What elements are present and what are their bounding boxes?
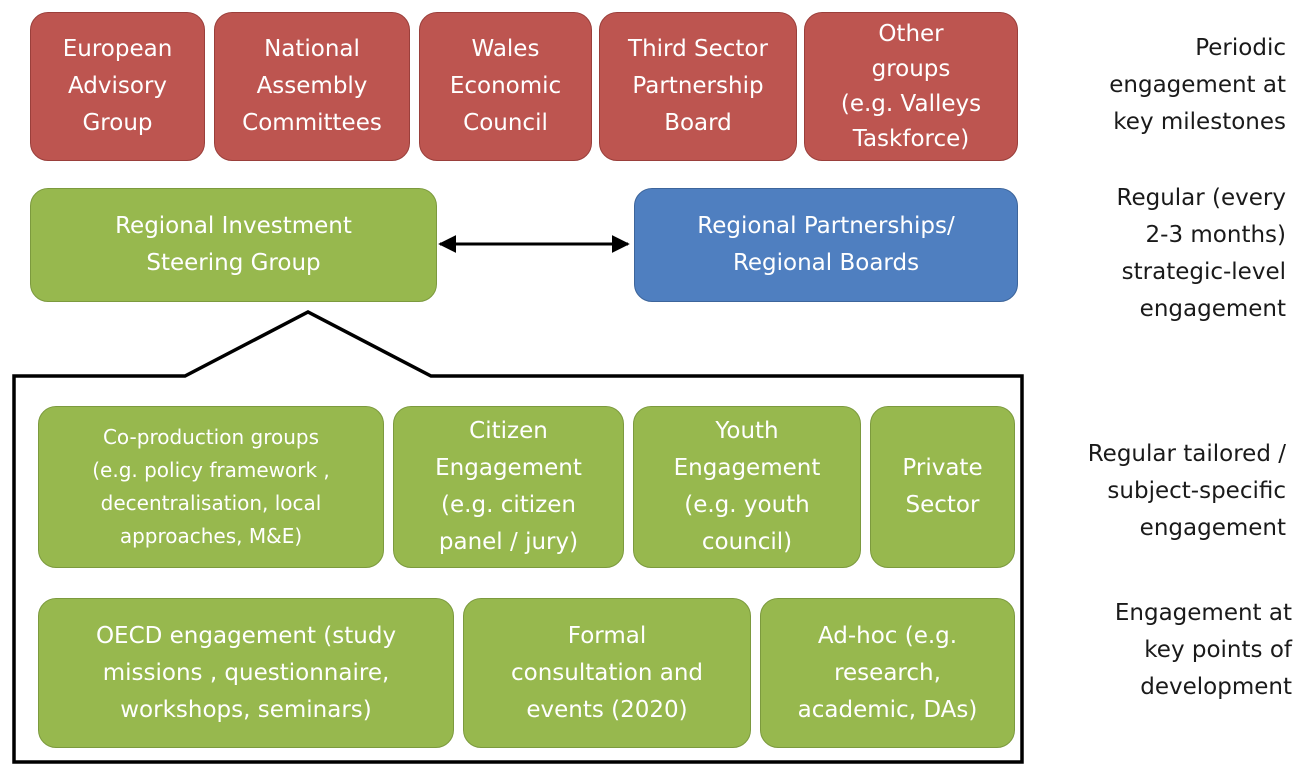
label-development-engagement: Engagement at key points of development (1114, 600, 1292, 700)
group-ad-hoc: Ad-hoc (e.g. research, academic, DAs) (760, 598, 1015, 748)
regional-investment-steering-group: Regional Investment Steering Group (30, 188, 437, 302)
callout-frame (12, 310, 1024, 764)
label-periodic-engagement: Periodic engagement at key milestones (1109, 35, 1286, 135)
group-oecd-engagement: OECD engagement (study missions , questi… (38, 598, 454, 748)
group-private-sector: Private Sector (870, 406, 1015, 568)
group-youth-engagement: Youth Engagement (e.g. youth council) (633, 406, 861, 568)
group-co-production: Co-production groups (e.g. policy framew… (38, 406, 384, 568)
group-citizen-engagement: Citizen Engagement (e.g. citizen panel /… (393, 406, 624, 568)
label-regular-engagement: Regular (every 2-3 months) strategic-lev… (1116, 185, 1286, 322)
group-wales-economic-council: Wales Economic Council (419, 12, 592, 161)
regional-partnerships-boards: Regional Partnerships/ Regional Boards (634, 188, 1018, 302)
group-other: Other groups (e.g. Valleys Taskforce) (804, 12, 1018, 161)
group-formal-consultation: Formal consultation and events (2020) (463, 598, 751, 748)
label-tailored-engagement: Regular tailored / subject-specific enga… (1087, 441, 1286, 541)
group-european-advisory: European Advisory Group (30, 12, 205, 161)
group-third-sector: Third Sector Partnership Board (599, 12, 797, 161)
group-national-assembly: National Assembly Committees (214, 12, 410, 161)
